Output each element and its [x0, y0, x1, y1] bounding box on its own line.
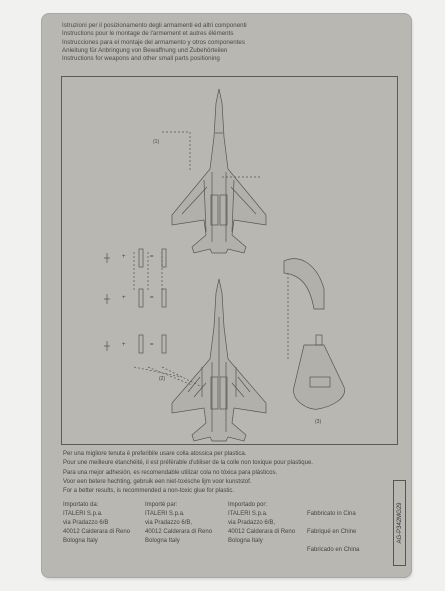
glue-line-es: Para una mejor adhesión, es recomendable… — [63, 469, 278, 476]
step-label-2: (2) — [159, 376, 166, 382]
address-line: via Pradazzo 6/B, — [145, 519, 193, 526]
part-3-drawing — [283, 258, 345, 410]
address-line: 40012 Calderara di Reno — [63, 528, 131, 535]
weapons-group-2 — [104, 288, 167, 308]
made-in-fr: Fabriqué en Chine — [307, 529, 357, 535]
product-code: AG-P342MG29 — [396, 502, 403, 544]
address-line: Bologna Italy — [228, 537, 263, 544]
glue-line-fr: Pour une meilleure étanchéité, il est pr… — [63, 460, 313, 467]
address-line: Importado por: — [228, 502, 268, 508]
address-line: Bologna Italy — [63, 537, 98, 544]
glue-line-en: For a better results, is recommended a n… — [63, 488, 235, 495]
importer-address-fr: Importé par: ITALERI S.p.a. via Pradazzo… — [145, 501, 212, 546]
header-line-fr: Instructions pour le montage de l'armeme… — [62, 30, 234, 38]
address-line: via Pradazzo 6/B — [63, 519, 109, 526]
header-line-de: Anleitung für Anbringung von Bewaffnung … — [62, 46, 228, 54]
address-line: ITALERI S.p.a. — [228, 510, 268, 517]
importer-address-es: Importado por: ITALERI S.p.a. via Pradaz… — [228, 501, 295, 546]
svg-text:+: + — [122, 342, 126, 348]
header-instructions: Istruzioni per il posizionamento degli a… — [62, 22, 247, 63]
weapons-group-3 — [104, 334, 167, 354]
header-line-es: Instrucciones para el montaje del armame… — [62, 38, 245, 46]
svg-text:+: + — [122, 295, 126, 301]
made-in-es: Fabricado en China — [307, 547, 360, 553]
header-line-en: Instructions for weapons and other small… — [62, 55, 220, 63]
svg-text:+: + — [122, 254, 126, 260]
address-line: via Pradazzo 6/B, — [228, 519, 276, 526]
glue-line-it: Per una migliore tenuta è preferibile us… — [63, 451, 247, 457]
svg-text:=: = — [150, 295, 154, 301]
made-in-it: Fabbricato in Cina — [307, 511, 356, 517]
address-line: ITALERI S.p.a. — [145, 510, 185, 517]
aircraft-bottom-view — [171, 278, 267, 442]
glue-recommendation: Per una migliore tenuta è preferibile us… — [63, 450, 313, 496]
importer-address-it: Importato da: ITALERI S.p.a. via Pradazz… — [63, 501, 130, 546]
svg-text:=: = — [150, 254, 154, 260]
address-line: 40012 Calderara di Reno — [145, 528, 213, 535]
address-line: Importé par: — [145, 502, 178, 508]
address-line: 40012 Calderara di Reno — [228, 528, 296, 535]
step-label-3: (3) — [315, 419, 322, 425]
address-line: Importato da: — [63, 502, 99, 508]
glue-line-nl: Voor een betere hechting, gebruik een ni… — [63, 478, 252, 485]
svg-text:=: = — [150, 342, 154, 348]
step-label-1: (1) — [153, 139, 160, 145]
instruction-card: Istruzioni per il posizionamento degli a… — [42, 14, 411, 577]
address-line: Bologna Italy — [145, 537, 180, 544]
assembly-diagram: + + + = = = (1) (2) (3) — [61, 76, 398, 445]
header-line-it: Istruzioni per il posizionamento degli a… — [62, 22, 247, 29]
aircraft-top-view — [171, 88, 267, 254]
assembly-diagram-drawing: + + + = = = — [104, 88, 345, 442]
product-code-box: AG-P342MG29 — [393, 480, 406, 566]
address-line: ITALERI S.p.a. — [63, 510, 103, 517]
weapons-group-1 — [104, 248, 167, 268]
